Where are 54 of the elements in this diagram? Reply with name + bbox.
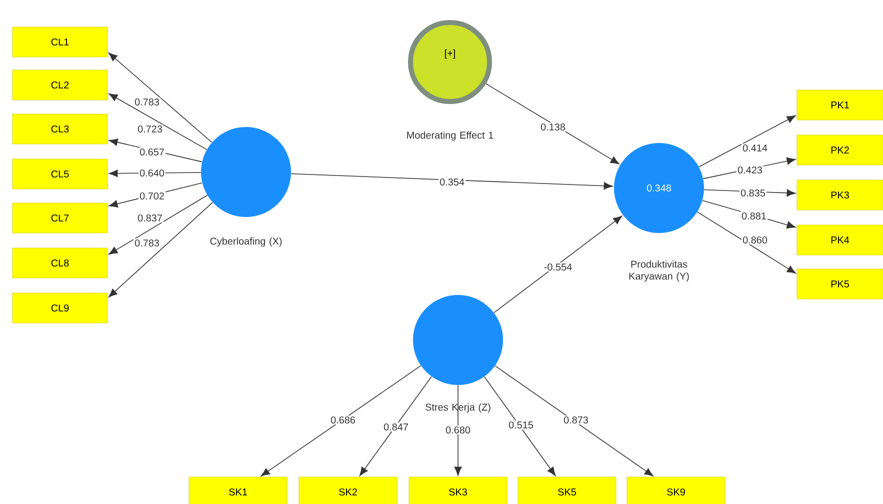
indicator-box: SK2 xyxy=(298,476,398,504)
arrow xyxy=(260,365,422,476)
edge-label: 0.680 xyxy=(444,425,472,435)
node-label: Moderating Effect 1 xyxy=(407,131,494,141)
edge-label: 0.873 xyxy=(562,415,590,425)
node-label: Cyberloafing (X) xyxy=(210,237,282,247)
indicator-box: SK5 xyxy=(518,476,616,504)
arrow xyxy=(290,173,613,190)
edge-label: 0.515 xyxy=(508,420,534,430)
indicator-box: PK4 xyxy=(796,224,883,256)
edge-label: 0.423 xyxy=(736,165,764,175)
arrow xyxy=(360,376,432,476)
arrow xyxy=(454,384,462,476)
arrow xyxy=(108,202,213,298)
indicator-box: CL3 xyxy=(12,114,108,144)
indicator-box: SK3 xyxy=(408,476,508,504)
indicator-box: CL8 xyxy=(12,248,108,278)
indicator-box: SK1 xyxy=(188,476,288,504)
node-label: Produktivitas Karyawan (Y) xyxy=(629,260,689,282)
arrow xyxy=(494,365,654,476)
edge-label: 0.837 xyxy=(136,213,164,223)
edge-label: 0.657 xyxy=(138,147,166,157)
arrow xyxy=(698,115,796,168)
edge-label: 0.783 xyxy=(134,238,160,248)
edge-label: 0.702 xyxy=(138,191,166,201)
edge-label: 0.640 xyxy=(138,168,166,178)
indicator-box: CL2 xyxy=(12,70,108,100)
arrow xyxy=(486,83,620,164)
edge-label: 0.881 xyxy=(740,211,768,221)
indicator-box: CL7 xyxy=(12,202,108,234)
arrow xyxy=(108,52,212,143)
arrow xyxy=(696,212,796,274)
edge-label: 0.723 xyxy=(136,124,164,134)
indicator-box: PK5 xyxy=(796,268,883,300)
edge-label: -0.554 xyxy=(542,262,574,272)
arrow xyxy=(484,376,556,476)
arrow xyxy=(494,216,622,314)
indicator-box: CL5 xyxy=(12,158,108,190)
arrow xyxy=(108,194,208,255)
edge-label: 0.138 xyxy=(540,122,566,132)
edge-label: 0.835 xyxy=(740,188,766,198)
edge-label: 0.860 xyxy=(742,235,768,245)
edge-label: 0.354 xyxy=(438,177,466,187)
edge-label: 0.783 xyxy=(134,97,160,107)
indicator-box: CL9 xyxy=(12,292,108,324)
indicator-box: CL1 xyxy=(12,26,108,58)
edge-label: 0.414 xyxy=(742,143,768,153)
edge-label: 0.847 xyxy=(382,422,410,432)
indicator-box: PK2 xyxy=(796,134,883,166)
indicator-box: PK1 xyxy=(796,90,883,120)
arrow xyxy=(108,93,208,150)
indicator-box: PK3 xyxy=(796,180,883,210)
edge-label: 0.686 xyxy=(330,415,356,425)
indicator-box: SK9 xyxy=(626,476,726,504)
